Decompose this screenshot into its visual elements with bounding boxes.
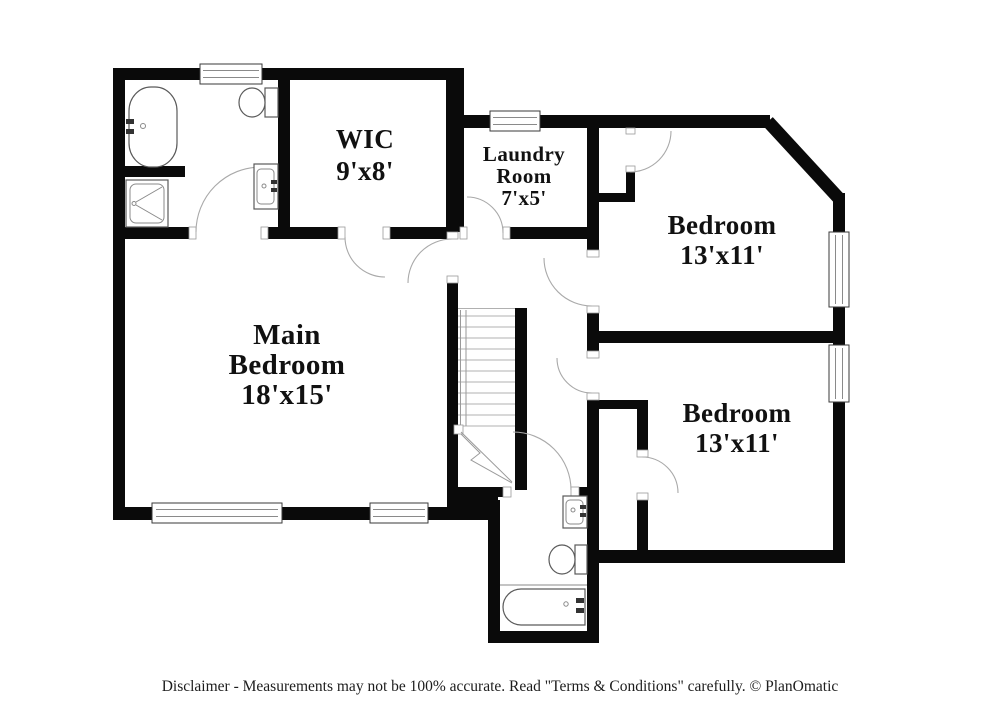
wic-dims: 9'x8' (336, 156, 394, 186)
wall-segment (833, 193, 845, 232)
toilet-icon (238, 87, 279, 118)
bedroom-top-dims: 13'x11' (680, 240, 764, 270)
wic-label: WIC (336, 124, 394, 154)
wall-segment (587, 400, 648, 409)
fixtures-group (125, 86, 588, 626)
walls-group (113, 68, 845, 643)
wall-segment (587, 563, 599, 643)
diagonal-wall-segment (763, 117, 844, 203)
bedroom-bottom-dims: 13'x11' (695, 428, 779, 458)
window-icon (199, 63, 263, 85)
room-labels-group: WIC 9'x8' Laundry Room 7'x5' Bedroom 13'… (229, 124, 792, 458)
wic-door (337, 226, 391, 278)
wall-segment (113, 68, 125, 520)
wall-segment (113, 166, 185, 177)
windows-group (151, 63, 850, 524)
staircase (453, 307, 515, 484)
wall-segment (833, 307, 845, 345)
bedroom-top-closet-door (625, 127, 672, 173)
window-icon (489, 110, 541, 132)
stair-newel (453, 424, 464, 435)
window-icon (828, 344, 850, 403)
wall-segment (515, 308, 527, 490)
bathroom-bottom-door (502, 431, 580, 498)
hall-door (407, 231, 459, 284)
wall-segment (587, 128, 599, 250)
laundry-door (459, 196, 511, 240)
wall-segment (446, 68, 464, 232)
wall-segment (113, 68, 458, 80)
wall-segment (587, 331, 845, 343)
shower-icon (125, 179, 169, 228)
wall-segment (637, 409, 648, 457)
bathroom-door (188, 166, 269, 240)
wall-segment (390, 227, 452, 239)
wall-segment (278, 80, 290, 239)
bathtub-icon (502, 588, 586, 626)
main-bedroom-label-line2: Bedroom (229, 349, 346, 381)
bedroom-bottom-closet-door (636, 449, 679, 501)
bedroom-bottom-door (556, 350, 600, 401)
bathtub-icon (126, 86, 178, 168)
stair-direction-line (460, 431, 513, 483)
stair-break-line (460, 433, 513, 484)
doors-group (188, 127, 679, 501)
sink-icon (562, 495, 588, 529)
wall-segment (268, 227, 338, 239)
wall-segment (113, 227, 189, 239)
window-icon (151, 502, 283, 524)
wall-segment (488, 631, 599, 643)
wall-segment (447, 283, 458, 510)
bedroom-bottom-label: Bedroom (683, 398, 792, 428)
laundry-label-line2: Room (496, 164, 551, 188)
wall-segment (637, 493, 648, 563)
main-bedroom-dims: 18'x15' (241, 379, 332, 411)
wall-segment (510, 227, 587, 239)
main-bedroom-label: Main (253, 319, 321, 351)
sink-icon (253, 163, 279, 210)
wall-segment (488, 500, 500, 643)
bedroom-top-label: Bedroom (668, 210, 777, 240)
wall-segment (587, 550, 845, 563)
bedroom-top-door (543, 249, 600, 314)
toilet-icon (548, 544, 588, 575)
wall-segment (573, 487, 599, 497)
disclaimer: Disclaimer - Measurements may not be 100… (162, 678, 839, 695)
wall-segment (833, 402, 845, 563)
laundry-label: Laundry (483, 142, 565, 166)
window-icon (828, 231, 850, 308)
window-icon (369, 502, 429, 524)
wall-segment (587, 193, 635, 202)
laundry-dims: 7'x5' (501, 186, 546, 210)
wall-segment (626, 172, 635, 200)
wall-segment (587, 400, 599, 563)
